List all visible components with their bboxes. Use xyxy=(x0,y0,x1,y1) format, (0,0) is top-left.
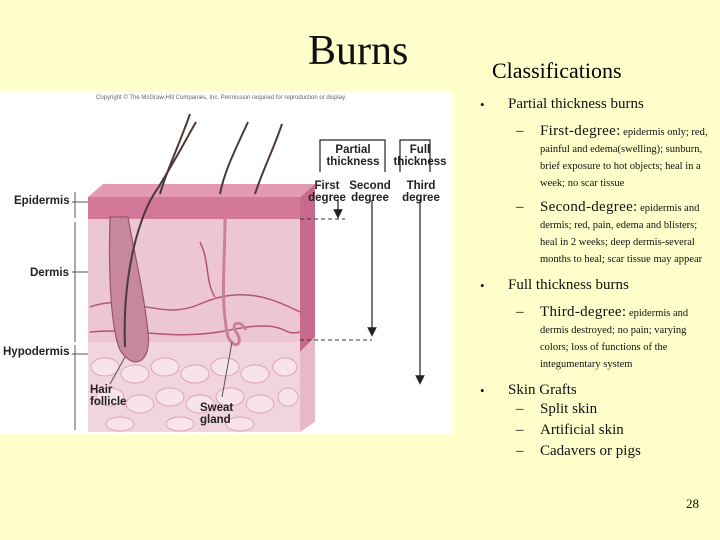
sweat-gland-duct xyxy=(221,218,248,347)
burn-depth-lines xyxy=(300,218,372,341)
bullet-title: Skin Grafts xyxy=(508,382,577,398)
sub-bullet-cadavers: –Cadavers or pigs xyxy=(516,443,641,459)
label-third-degree: Third degree xyxy=(402,180,440,204)
label-partial-thickness: Partial thickness xyxy=(326,144,380,168)
hair-follicle-shape xyxy=(108,216,150,363)
slide-subtitle: Classifications xyxy=(492,58,622,83)
label-dermis: Dermis xyxy=(30,267,69,279)
epidermis-side-face xyxy=(300,184,315,352)
sub-bullet-artificial-skin: –Artificial skin xyxy=(516,422,624,438)
fat-cells xyxy=(90,357,299,432)
sub-bullet-desc: epidermis and dermis; red, pain, edema a… xyxy=(540,203,703,265)
bullet-partial-thickness: • Partial thickness burns xyxy=(470,96,716,113)
label-sweat-gland: Sweat gland xyxy=(200,402,234,426)
bullet-dot: • xyxy=(480,278,485,293)
slide-title: Burns xyxy=(308,28,409,74)
sub-bullet-lead: First-degree: xyxy=(540,123,621,139)
hairs xyxy=(123,113,283,348)
skin-burn-diagram: Copyright © The McGraw-Hill Companies, I… xyxy=(0,92,452,434)
pointer-lines xyxy=(109,341,233,398)
figure-copyright: Copyright © The McGraw-Hill Companies, I… xyxy=(96,95,347,101)
bullet-title: Full thickness burns xyxy=(508,277,629,293)
sub-bullet-first-degree: – First-degree: epidermis only; red, pai… xyxy=(516,123,708,189)
label-first-degree: First degree xyxy=(308,180,346,204)
bullet-title: Partial thickness burns xyxy=(508,96,644,112)
bullet-full-thickness: • Full thickness burns xyxy=(470,277,716,294)
epidermis-layer xyxy=(88,197,300,219)
sub-bullet-desc: epidermis only; red, painful and edema(s… xyxy=(540,127,708,189)
label-hypodermis: Hypodermis xyxy=(3,346,70,358)
hypodermis-side-face xyxy=(300,337,315,432)
sub-bullet-second-degree: – Second-degree: epidermis and dermis; r… xyxy=(516,199,703,265)
label-epidermis: Epidermis xyxy=(14,195,70,207)
thickness-brackets xyxy=(319,139,431,172)
sub-bullet-third-degree: – Third-degree: epidermis and dermis des… xyxy=(516,304,689,370)
sub-bullet-split-skin: –Split skin xyxy=(516,401,598,417)
label-full-thickness: Full thickness xyxy=(393,144,447,168)
skin-top-surface xyxy=(88,184,315,197)
layer-brackets xyxy=(72,192,88,430)
label-second-degree: Second degree xyxy=(349,180,391,204)
sub-bullet-desc: epidermis and dermis destroyed; no pain;… xyxy=(540,308,689,370)
page-number: 28 xyxy=(686,496,699,511)
sub-bullet-lead: Second-degree: xyxy=(540,199,638,215)
burn-classification-list: • Partial thickness burns – First-degree… xyxy=(470,96,716,462)
bullet-dot: • xyxy=(480,383,485,398)
bullet-skin-grafts: • Skin Grafts xyxy=(470,382,716,399)
skin-illustration xyxy=(72,113,431,432)
label-hair-follicle: Hair follicle xyxy=(90,384,127,408)
bullet-dot: • xyxy=(480,97,485,112)
sub-bullet-lead: Third-degree: xyxy=(540,304,627,320)
burn-depth-arrows xyxy=(333,200,425,385)
